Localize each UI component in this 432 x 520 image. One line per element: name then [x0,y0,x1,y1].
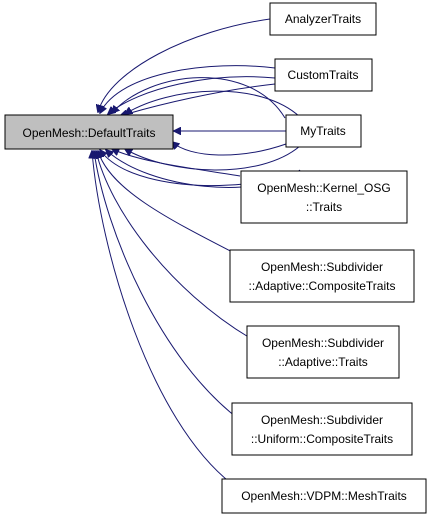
node-adaptive-traits-label-1: OpenMesh::Subdivider [262,336,384,350]
edge-adaptive-composite-to-default [98,151,241,257]
node-custom-traits[interactable]: CustomTraits [274,58,373,92]
node-uniform-composite-traits-label-2: ::Uniform::CompositeTraits [251,432,393,446]
node-kernel-osg-traits-box [240,170,408,224]
node-default-traits[interactable]: OpenMesh::DefaultTraits [4,114,174,150]
edge-mytraits-to-default-4 [125,145,301,171]
edge-custom-to-default-2 [108,76,276,114]
node-analyzer-traits-label: AnalyzerTraits [285,12,361,26]
node-kernel-osg-traits-label-1: OpenMesh::Kernel_OSG [257,181,390,195]
node-kernel-osg-traits[interactable]: OpenMesh::Kernel_OSG ::Traits [240,170,408,224]
node-kernel-osg-traits-label-2: ::Traits [306,200,342,214]
node-adaptive-traits[interactable]: OpenMesh::Subdivider ::Adaptive::Traits [246,325,400,379]
node-default-traits-label: OpenMesh::DefaultTraits [23,126,156,140]
edge-mytraits-to-default-1 [112,77,286,119]
edge-analyzer-to-default [98,18,271,112]
node-my-traits-label: MyTraits [300,124,346,138]
nodes: OpenMesh::DefaultTraits AnalyzerTraits C… [4,2,427,514]
edge-mytraits-to-default-2 [125,90,301,118]
node-uniform-composite-traits-label-1: OpenMesh::Subdivider [261,413,383,427]
node-adaptive-composite-traits-label-2: ::Adaptive::CompositeTraits [249,279,396,293]
node-vdpm-mesh-traits-box [221,478,427,514]
node-my-traits[interactable]: MyTraits [285,114,362,148]
node-adaptive-traits-box [246,325,400,379]
node-adaptive-composite-traits-box [229,249,415,303]
edge-kernelosg-to-default-1 [112,149,241,177]
node-adaptive-composite-traits-label-1: OpenMesh::Subdivider [261,260,383,274]
node-vdpm-mesh-traits[interactable]: OpenMesh::VDPM::MeshTraits [221,478,427,514]
edge-uniform-composite-to-default [94,151,241,421]
edge-custom-to-default-1 [100,65,276,113]
node-custom-traits-label: CustomTraits [288,68,359,82]
edge-adaptive-traits-to-default [96,151,251,339]
edge-mytraits-to-default-5 [172,142,287,156]
node-custom-traits-box [274,58,373,92]
node-analyzer-traits-box [269,2,377,36]
node-default-traits-box [4,114,174,150]
node-uniform-composite-traits[interactable]: OpenMesh::Subdivider ::Uniform::Composit… [231,402,413,456]
node-uniform-composite-traits-box [231,402,413,456]
node-adaptive-traits-label-2: ::Adaptive::Traits [278,355,368,369]
node-analyzer-traits[interactable]: AnalyzerTraits [269,2,377,36]
node-adaptive-composite-traits[interactable]: OpenMesh::Subdivider ::Adaptive::Composi… [229,249,415,303]
edge-custom-to-default-3 [120,83,276,116]
node-my-traits-box [285,114,362,148]
edge-vdpm-to-default [92,151,233,485]
node-vdpm-mesh-traits-label: OpenMesh::VDPM::MeshTraits [241,489,407,503]
edge-kernelosg-to-default-2 [100,150,245,186]
